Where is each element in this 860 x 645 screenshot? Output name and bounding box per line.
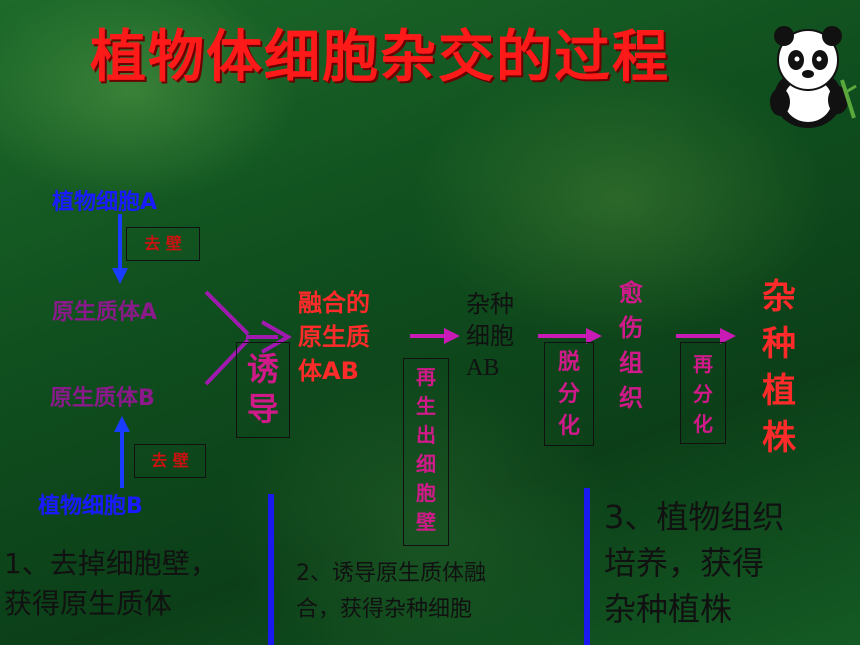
plant-cell-b-label: 植物细胞B [38,494,143,519]
merge-line-top [204,290,250,336]
regen-char-3: 出 [416,423,436,447]
protoplast-a-label: 原生质体A [52,300,158,325]
step-1-line-1: 1、去掉细胞壁， [4,547,218,580]
step-3-text: 3、植物组织 培养，获得 杂种植株 [604,494,784,632]
induce-char-2: 导 [246,390,279,428]
remove-wall-b-box: 去 壁 [134,444,206,478]
plant-cell-a-label: 植物细胞A [52,190,158,215]
fused-protoplast-text: 融合的 原生质 体AB [298,286,370,388]
rediff-char-1: 再 [693,352,713,376]
plant-char-4: 株 [762,418,796,458]
step-2-text: 2、诱导原生质体融 合，获得杂种细胞 [296,556,486,628]
step-3-line-3: 杂种植株 [604,590,733,628]
fused-line-2: 原生质 [298,323,370,351]
dediff-char-1: 脱 [557,350,580,375]
step-3-line-2: 培养，获得 [604,544,765,582]
panda-icon [770,26,857,128]
rediff-box: 再 分 化 [680,342,726,444]
merge-arrow-head [261,320,293,354]
regen-char-1: 再 [416,365,436,389]
hybrid-line-3: AB [466,355,500,381]
step-1-text: 1、去掉细胞壁， 获得原生质体 [4,544,218,624]
plant-char-1: 杂 [762,277,796,317]
dediff-char-2: 分 [557,382,580,407]
step-1-line-2: 获得原生质体 [4,587,173,620]
dediff-char-3: 化 [557,414,580,439]
hybrid-line-1: 杂种 [466,290,514,318]
callus-char-1: 愈 [619,279,643,307]
step-2-line-2: 合，获得杂种细胞 [296,597,473,622]
dediff-box: 脱 分 化 [544,342,594,446]
regen-wall-box: 再 生 出 细 胞 壁 [403,358,449,546]
protoplast-b-label: 原生质体B [50,386,155,411]
regen-char-6: 壁 [416,510,436,534]
regen-char-4: 细 [416,452,436,476]
plant-char-3: 植 [762,371,796,411]
step-2-line-1: 2、诱导原生质体融 [296,561,486,586]
callus-char-2: 伤 [619,314,643,342]
arrow-cell-a-head [112,268,128,284]
page-title: 植物体细胞杂交的过程 [90,25,670,90]
hybrid-plant-text: 杂 种 植 株 [756,274,802,462]
rediff-char-2: 分 [693,382,713,406]
step-3-line-1: 3、植物组织 [604,498,785,536]
arrow-cell-b-head [114,416,130,432]
hybrid-cell-text: 杂种 细胞 AB [466,288,514,384]
induce-char-1: 诱 [246,350,279,388]
divider-2 [584,488,590,645]
regen-char-5: 胞 [416,481,436,505]
arrow-hybrid-head [586,328,602,344]
merge-line-bottom [204,338,250,386]
arrow-callus-head [720,328,736,344]
fused-line-3: 体AB [298,357,359,385]
fused-line-1: 融合的 [298,289,370,317]
callus-char-4: 织 [619,384,643,412]
rediff-char-3: 化 [693,412,713,436]
plant-char-2: 种 [762,324,796,364]
arrow-fused-head [444,328,460,344]
hybrid-line-2: 细胞 [466,322,514,350]
regen-char-2: 生 [416,394,436,418]
divider-1 [268,494,274,645]
induce-box: 诱 导 [236,342,290,438]
callus-char-3: 组 [619,349,643,377]
remove-wall-a-box: 去 壁 [126,227,200,261]
callus-text: 愈 伤 组 织 [614,276,648,416]
